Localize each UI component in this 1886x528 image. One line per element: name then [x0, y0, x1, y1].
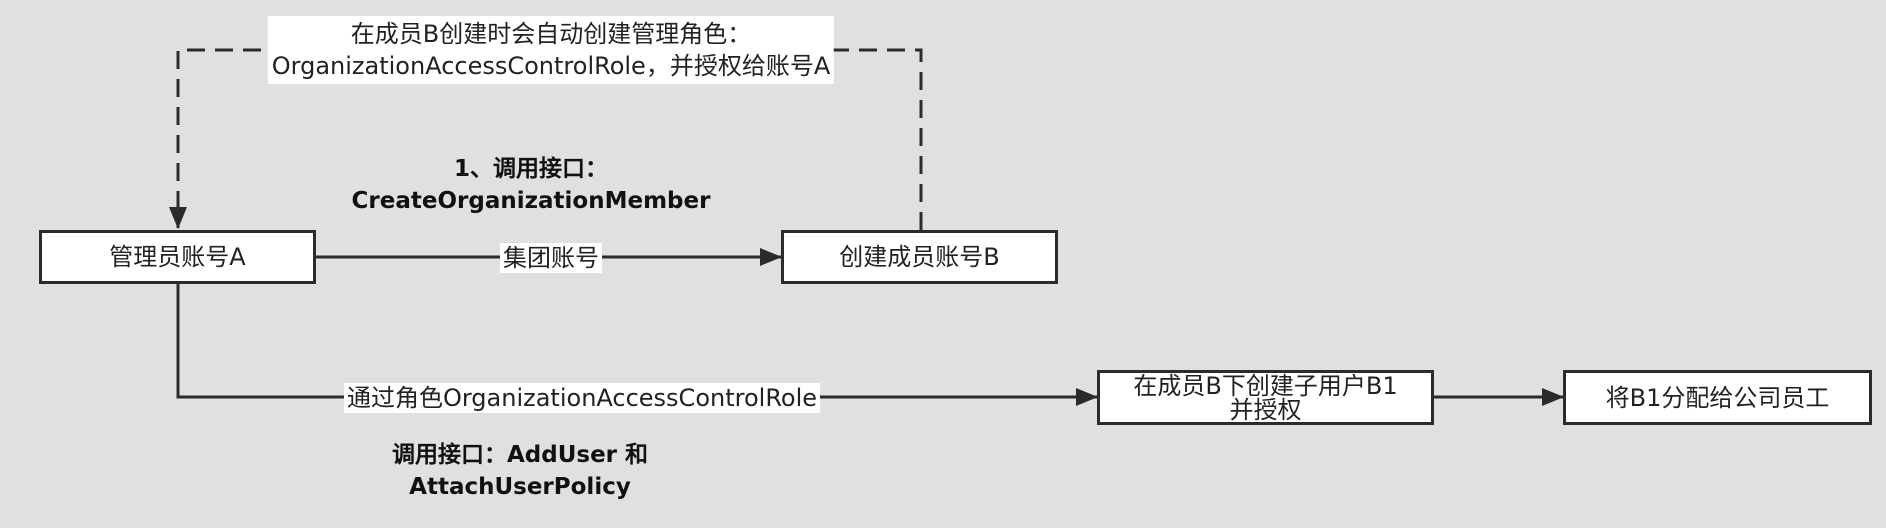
node-create-member-label: 创建成员账号B [839, 243, 1000, 271]
annotation-api-line2: AttachUserPolicy [409, 474, 631, 500]
node-create-subuser-line1: 在成员B下创建子用户B1 [1133, 371, 1398, 400]
annotation-step1: 1、调用接口： CreateOrganizationMember [352, 153, 711, 217]
annotation-step1-line2: CreateOrganizationMember [351, 188, 711, 214]
edge-label-auto-role-line2: OrganizationAccessControlRole，并授权给账号A [271, 52, 831, 80]
via-role-arrow [176, 283, 1098, 406]
node-admin-account: 管理员账号A [39, 230, 316, 284]
edge-label-via-role-text: 通过角色OrganizationAccessControlRole [346, 384, 818, 412]
node-assign-employee-label: 将B1分配给公司员工 [1605, 383, 1830, 412]
node-admin-account-label: 管理员账号A [109, 243, 246, 271]
dashed-role-arrow [169, 48, 923, 230]
node-assign-employee: 将B1分配给公司员工 [1563, 370, 1872, 425]
node-create-subuser: 在成员B下创建子用户B1 并授权 [1097, 370, 1434, 425]
node-create-member: 创建成员账号B [781, 230, 1058, 284]
annotation-api-line1: 调用接口：AddUser 和 [391, 442, 649, 468]
edge-label-auto-role: 在成员B创建时会自动创建管理角色： OrganizationAccessCont… [267, 16, 835, 84]
edge-label-group-account-text: 集团账号 [503, 244, 599, 272]
edge-label-group-account: 集团账号 [500, 243, 602, 273]
annotation-api: 调用接口：AddUser 和 AttachUserPolicy [392, 439, 648, 503]
edge-label-auto-role-line1: 在成员B创建时会自动创建管理角色： [350, 20, 752, 48]
edge-label-via-role: 通过角色OrganizationAccessControlRole [343, 383, 821, 413]
node-create-subuser-line2: 并授权 [1229, 395, 1302, 424]
annotation-step1-line1: 1、调用接口： [453, 156, 608, 182]
